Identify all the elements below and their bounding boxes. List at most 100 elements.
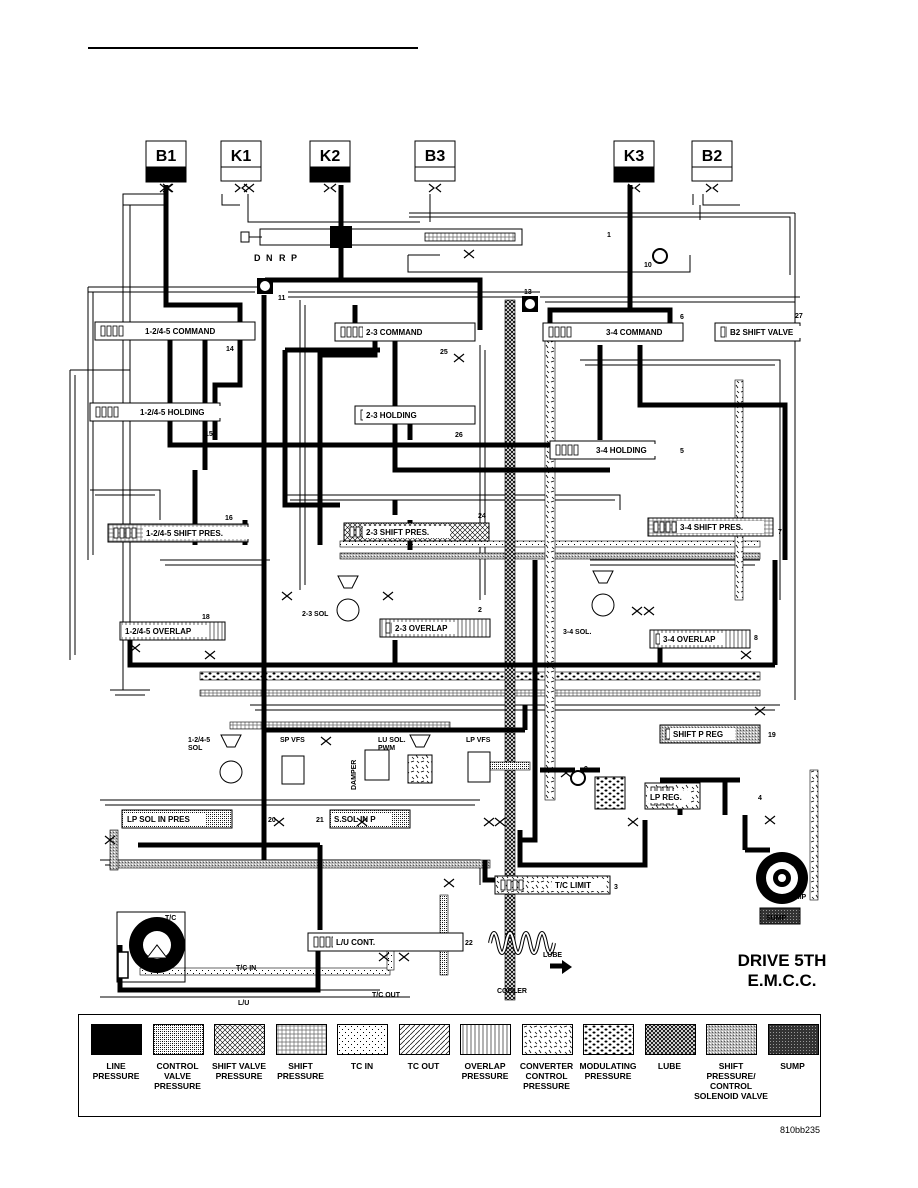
- tc-label: T/C: [165, 915, 176, 922]
- thin-passages: [69, 193, 800, 998]
- tc-in-label: T/C IN: [236, 965, 256, 972]
- solenoid-label-3-4: 3-4 SOL.: [563, 629, 591, 636]
- ref-number-18: 18: [202, 614, 210, 621]
- ref-number-24: 24: [478, 513, 486, 520]
- valve-label: B2 SHIFT VALVE: [730, 328, 794, 337]
- solenoid-label-1245: 1-2/4-5: [188, 737, 210, 744]
- manual-valve: [240, 226, 523, 248]
- valve-lp-reg: LP REG.: [644, 782, 701, 810]
- legend-label: SUMP: [780, 1061, 805, 1071]
- ref-number-15: 15: [205, 431, 213, 438]
- lu-label: L/U: [238, 1000, 249, 1007]
- legend-swatch-shift: [275, 1024, 327, 1055]
- valve-label: 1-2/4-5 HOLDING: [140, 408, 204, 417]
- ref-number-22: 22: [465, 940, 473, 947]
- valve-holding-1245: 1-2/4-5 HOLDING: [89, 402, 224, 422]
- ref-number-16: 16: [225, 515, 233, 522]
- valve-label: 1-2/4-5 OVERLAP: [125, 627, 192, 636]
- legend-swatch-shiftvalve: [214, 1024, 265, 1055]
- solenoid-label-lu-pwm: PWM: [378, 745, 395, 752]
- clutch-k3: K3: [613, 140, 655, 193]
- line-pressure-passages: [117, 185, 788, 993]
- valve-lu-cont: L/U CONT.: [307, 932, 464, 952]
- valve-label: 2-3 COMMAND: [366, 328, 423, 337]
- valve-shift-p-reg: SHIFT P REG: [659, 724, 761, 744]
- valve-lp-sol-in-pres: LP SOL IN PRES: [121, 809, 233, 829]
- legend-swatch-control: [152, 1024, 204, 1055]
- solenoid-symbols: [219, 570, 615, 785]
- ref-number-8: 8: [754, 635, 758, 642]
- ref-number-1: 1: [607, 232, 611, 239]
- sump-label: SUMP: [766, 915, 787, 922]
- gear-position-label: D: [254, 253, 261, 263]
- legend-label: MODULATING PRESSURE: [579, 1061, 637, 1081]
- valve-overlap-1245: 1-2/4-5 OVERLAP: [119, 621, 226, 641]
- legend-label: LINE PRESSURE: [92, 1061, 140, 1081]
- legend-label: OVERLAP PRESSURE: [461, 1061, 509, 1081]
- valve-label: 2-3 OVERLAP: [395, 624, 448, 633]
- cooler-coil: [488, 931, 572, 974]
- clutch-label: K2: [320, 148, 341, 165]
- pump: [756, 852, 808, 904]
- torque-converter: [116, 911, 186, 983]
- ref-number-25: 25: [440, 349, 448, 356]
- check-balls: [257, 248, 668, 786]
- legend-swatch-tcin: [337, 1024, 388, 1055]
- valve-label: 2-3 HOLDING: [366, 411, 417, 420]
- ref-number-6: 6: [680, 314, 684, 321]
- valve-label: 3-4 HOLDING: [596, 446, 647, 455]
- sump-box: [759, 907, 801, 925]
- valve-command-23: 2-3 COMMAND: [334, 322, 476, 342]
- legend-swatch-overlap: [460, 1024, 511, 1055]
- ref-number-10: 10: [644, 262, 652, 269]
- gear-position-label: P: [291, 253, 297, 263]
- valve-tc-limit: T/C LIMIT: [494, 875, 611, 895]
- legend-label: TC IN: [350, 1061, 374, 1071]
- clutch-k1: K1: [220, 140, 262, 193]
- valve-label: S.SOL IN P: [334, 815, 376, 824]
- legend-label: SHIFT PRESSURE/ CONTROL SOLENOID VALVE: [694, 1061, 768, 1101]
- legend-swatch-lube: [644, 1024, 696, 1055]
- clutch-b1: B1: [145, 140, 187, 193]
- valve-label: T/C LIMIT: [555, 881, 591, 890]
- clutch-b3: B3: [414, 140, 456, 193]
- lube-label: LUBE: [543, 952, 562, 959]
- valve-shift-pres-23: 2-3 SHIFT PRES.: [343, 522, 490, 542]
- valve-label: L/U CONT.: [336, 938, 375, 947]
- solenoid-label-sp-vfs: SP VFS: [280, 737, 305, 744]
- clutch-label: K1: [231, 148, 252, 165]
- ref-number-9: 9: [584, 766, 588, 773]
- orifice-marks: [104, 183, 776, 962]
- clutch-b2: B2: [691, 140, 733, 193]
- ref-number-11: 11: [278, 295, 286, 302]
- legend-label: TC OUT: [407, 1061, 440, 1071]
- legend-label: CONVERTER CONTROL PRESSURE: [519, 1061, 574, 1091]
- valve-shift-pres-1245: 1-2/4-5 SHIFT PRES.: [107, 523, 252, 543]
- valve-label: 1-2/4-5 SHIFT PRES.: [146, 529, 223, 538]
- legend-swatch-sump: [767, 1024, 819, 1055]
- modulating-passages: [109, 299, 819, 1001]
- pump-label: PUMP: [786, 894, 807, 901]
- clutch-label: B1: [156, 148, 177, 165]
- solenoid-label-lp-vfs: LP VFS: [466, 737, 491, 744]
- ref-number-7: 7: [778, 529, 782, 536]
- ref-number-26: 26: [455, 432, 463, 439]
- ref-number-21: 21: [316, 817, 324, 824]
- gear-position-label: R: [279, 253, 286, 263]
- ref-number-27: 27: [795, 313, 803, 320]
- gear-position-label: N: [266, 253, 273, 263]
- legend-label: LUBE: [657, 1061, 682, 1071]
- legend-swatch-shiftsol: [706, 1024, 757, 1055]
- valve-label: 3-4 SHIFT PRES.: [680, 523, 743, 532]
- valve-holding-34: 3-4 HOLDING: [549, 440, 659, 460]
- figure-code: 810bb235: [780, 1125, 821, 1135]
- header-rule: [88, 47, 418, 49]
- legend-swatch-line: [91, 1024, 142, 1055]
- clutch-label: B2: [702, 148, 723, 165]
- valve-label: LP SOL IN PRES: [127, 815, 190, 824]
- solenoid-label-1245: SOL: [188, 745, 203, 752]
- valve-label: 3-4 COMMAND: [606, 328, 663, 337]
